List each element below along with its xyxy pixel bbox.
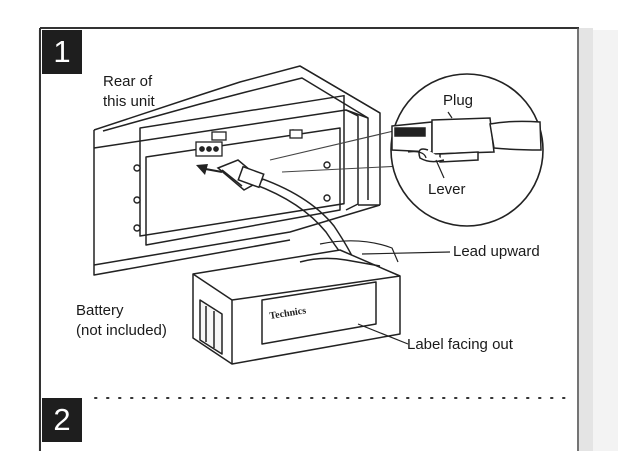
unit-socket — [195, 129, 303, 157]
step-1-badge: 1 — [42, 30, 82, 74]
unit-rear-panel — [93, 65, 381, 276]
label-facing-out-label: Label facing out — [407, 336, 513, 353]
insert-arrow — [196, 164, 223, 175]
battery — [192, 240, 401, 365]
step-2-badge: 2 — [42, 398, 82, 442]
plug — [216, 159, 265, 191]
leader-lines — [357, 111, 453, 345]
lead-upward-label: Lead upward — [453, 243, 540, 260]
lever-label: Lever — [428, 181, 466, 198]
plug-label: Plug — [443, 92, 474, 109]
battery-label-line1: Battery — [76, 302, 124, 319]
rear-of-unit-label-line2: this unit — [103, 93, 155, 110]
zoom-callout-lines — [269, 129, 403, 173]
rear-of-unit-label-line1: Rear of — [103, 73, 153, 90]
battery-label-line2: (not included) — [76, 322, 167, 339]
plug-detail-magnifier — [390, 73, 544, 227]
